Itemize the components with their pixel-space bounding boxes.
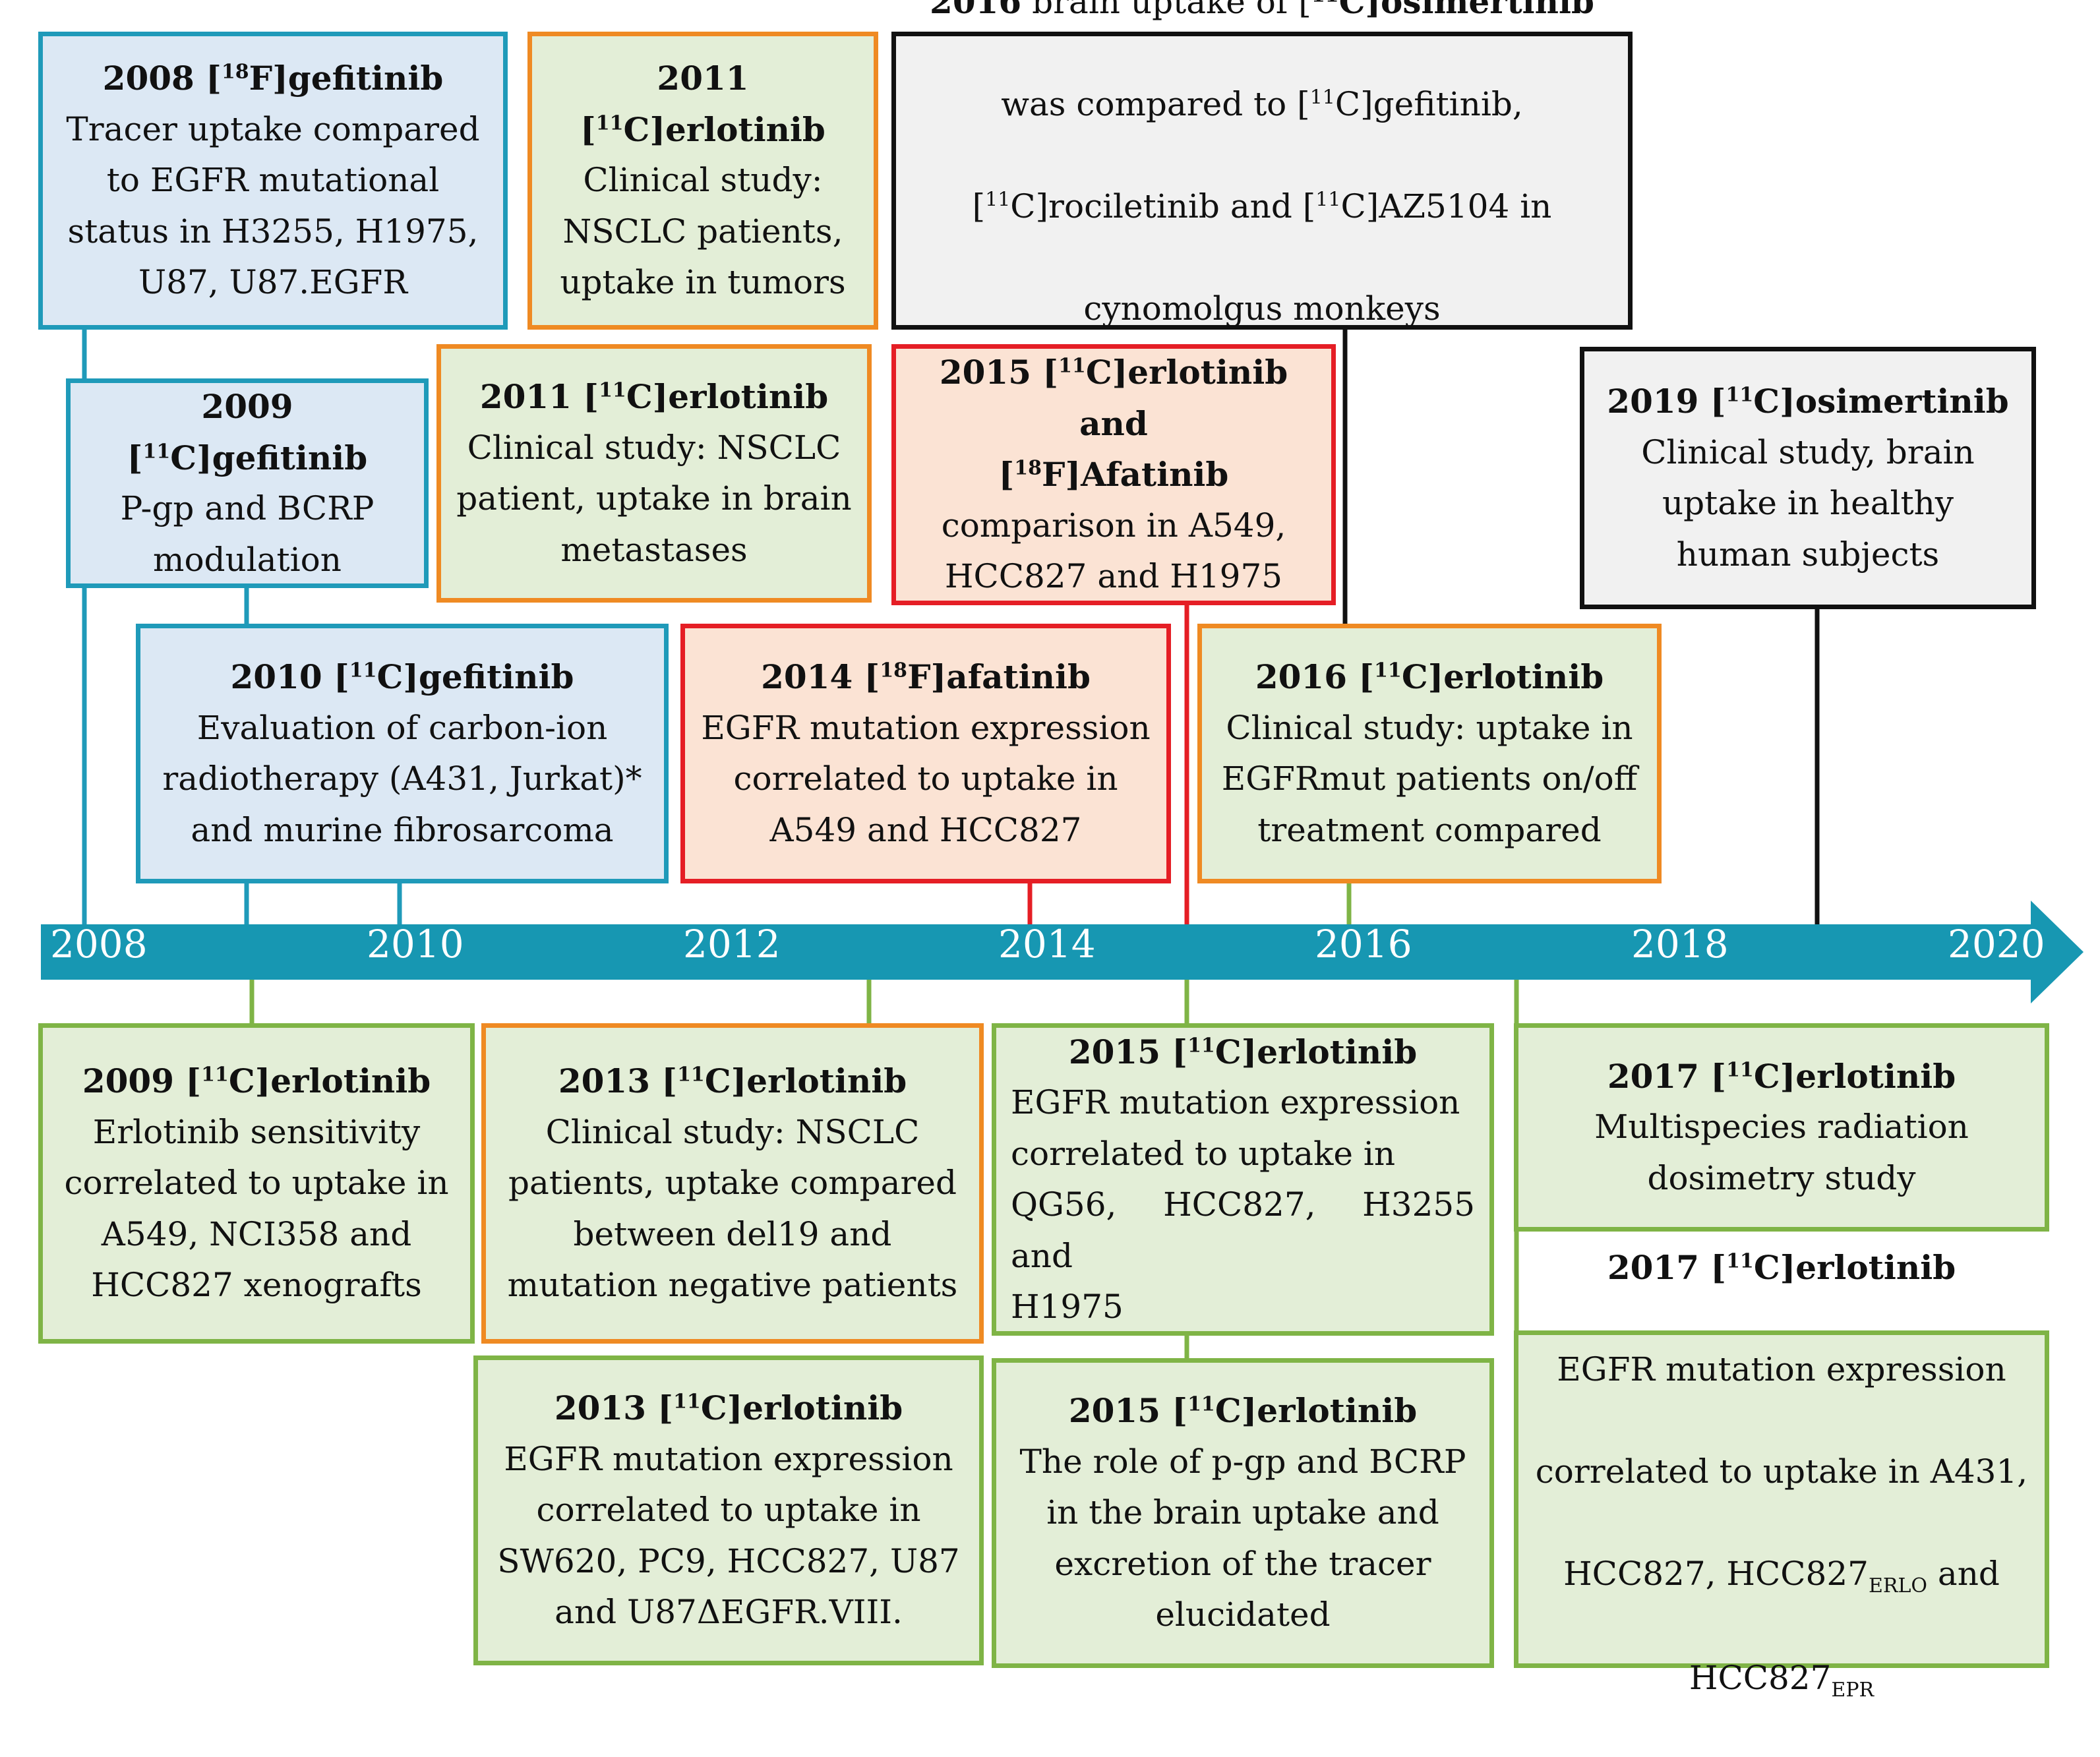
event-title: 2011 [11C]erlotinib bbox=[479, 377, 829, 416]
event-description: EGFR mutation expression correlated to u… bbox=[1011, 1083, 1475, 1326]
event-2019-osimertinib: 2019 [11C]osimertinib Clinical study, br… bbox=[1580, 347, 2036, 609]
event-title-line2: [18F]Afatinib bbox=[998, 455, 1229, 494]
event-title: 2017 [11C]erlotinib bbox=[1607, 1056, 1956, 1096]
event-title: 2017 [11C]erlotinib bbox=[1607, 1247, 1956, 1287]
event-title: 2009 [11C]erlotinib bbox=[82, 1061, 431, 1101]
event-title: 2015 [11C]erlotinib bbox=[1068, 1391, 1418, 1431]
event-2013-erlotinib-clinical: 2013 [11C]erlotinib Clinical study: NSCL… bbox=[481, 1023, 984, 1344]
event-description: Clinical study: NSCLC patients, uptake c… bbox=[507, 1112, 958, 1305]
timeline-axis-arrow bbox=[41, 901, 2084, 1003]
event-2017-erlotinib-expression: 2017 [11C]erlotinib EGFR mutation expres… bbox=[1514, 1248, 2049, 1702]
event-description: EGFR mutation expression correlated to u… bbox=[701, 708, 1151, 849]
event-description: Tracer uptake compared to EGFR mutationa… bbox=[66, 109, 480, 302]
event-title: 2013 [11C]erlotinib bbox=[554, 1388, 903, 1428]
event-title: 2016 [11C]erlotinib bbox=[1255, 657, 1604, 696]
event-description: Clinical study: uptake in EGFRmut patien… bbox=[1221, 708, 1638, 849]
event-description: Clinical study: NSCLC patient, uptake in… bbox=[456, 428, 852, 569]
event-description: Clinical study, brain uptake in healthy … bbox=[1641, 432, 1975, 574]
year-label-2008: 2008 bbox=[50, 922, 148, 967]
event-description: EGFR mutation expression correlated to u… bbox=[1535, 1350, 2028, 1702]
event-2011-erlotinib-tumors: 2011 [11C]erlotinib Clinical study: NSCL… bbox=[527, 32, 878, 330]
event-title: 2019 [11C]osimertinib bbox=[1607, 382, 2009, 421]
event-2016-osimertinib-monkeys: 2016 brain uptake of [11C]osimertinib wa… bbox=[891, 0, 1633, 330]
event-2011-erlotinib-brain: 2011 [11C]erlotinib Clinical study: NSCL… bbox=[436, 344, 872, 603]
event-description: comparison in A549, HCC827 and H1975 bbox=[941, 506, 1286, 596]
event-2014-afatinib: 2014 [18F]afatinib EGFR mutation express… bbox=[680, 624, 1171, 883]
year-label-2020: 2020 bbox=[1948, 922, 2045, 967]
event-description: The role of p-gp and BCRP in the brain u… bbox=[1019, 1442, 1466, 1634]
event-title: 2015 [11C]erlotinib bbox=[1068, 1032, 1418, 1071]
year-label-2014: 2014 bbox=[998, 922, 1096, 967]
event-title: 2016 brain uptake of [11C]osimertinib bbox=[930, 0, 1594, 21]
event-description: Clinical study: NSCLC patients, uptake i… bbox=[560, 161, 846, 302]
event-title: 2014 [18F]afatinib bbox=[761, 657, 1091, 696]
event-description: Evaluation of carbon-ion radiotherapy (A… bbox=[162, 708, 642, 849]
event-title: 2009 [11C]gefitinib bbox=[127, 387, 368, 477]
year-label-2010: 2010 bbox=[367, 922, 464, 967]
event-2015-erlotinib-pgp: 2015 [11C]erlotinib The role of p-gp and… bbox=[992, 1358, 1494, 1668]
event-title: 2013 [11C]erlotinib bbox=[558, 1061, 907, 1101]
event-2017-erlotinib-dosimetry: 2017 [11C]erlotinib Multispecies radiati… bbox=[1514, 1023, 2049, 1232]
event-description: Multispecies radiation dosimetry study bbox=[1594, 1108, 1969, 1197]
event-title: 2010 [11C]gefitinib bbox=[230, 657, 574, 696]
event-2016-erlotinib: 2016 [11C]erlotinib Clinical study: upta… bbox=[1197, 624, 1662, 883]
event-2009-erlotinib: 2009 [11C]erlotinib Erlotinib sensitivit… bbox=[38, 1023, 475, 1344]
event-2008-gefitinib: 2008 [18F]gefitinib Tracer uptake compar… bbox=[38, 32, 508, 330]
event-title: 2015 [11C]erlotinib and bbox=[939, 353, 1288, 443]
event-2013-erlotinib-expression: 2013 [11C]erlotinib EGFR mutation expres… bbox=[473, 1355, 984, 1665]
event-2009-gefitinib: 2009 [11C]gefitinib P-gp and BCRP modula… bbox=[66, 378, 429, 588]
event-description: P-gp and BCRP modulation bbox=[120, 489, 375, 579]
event-title: 2011 [11C]erlotinib bbox=[580, 59, 825, 149]
event-description: was compared to [11C]gefitinib, [11C]roc… bbox=[972, 84, 1552, 328]
event-2015-erlotinib-afatinib: 2015 [11C]erlotinib and [18F]Afatinib co… bbox=[891, 344, 1336, 605]
event-2010-gefitinib: 2010 [11C]gefitinib Evaluation of carbon… bbox=[136, 624, 669, 883]
event-2015-erlotinib-expression: 2015 [11C]erlotinib EGFR mutation expres… bbox=[992, 1023, 1494, 1336]
event-title: 2008 [18F]gefitinib bbox=[102, 59, 444, 98]
year-label-2016: 2016 bbox=[1315, 922, 1412, 967]
event-description: Erlotinib sensitivity correlated to upta… bbox=[64, 1112, 449, 1305]
event-description: EGFR mutation expression correlated to u… bbox=[497, 1439, 960, 1632]
year-label-2018: 2018 bbox=[1631, 922, 1729, 967]
year-label-2012: 2012 bbox=[683, 922, 781, 967]
